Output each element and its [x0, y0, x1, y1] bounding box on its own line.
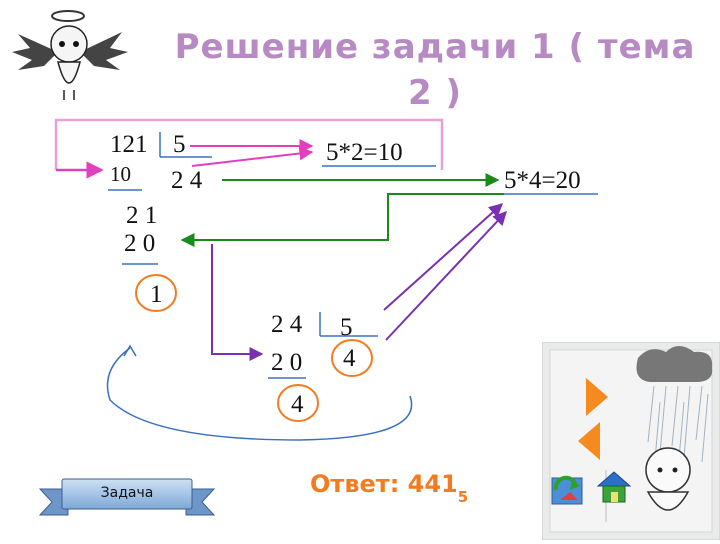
quotient-24: 2 4	[171, 167, 203, 194]
calc-5x2: 5*2=10	[326, 139, 403, 166]
calc-5x4: 5*4=20	[504, 167, 581, 194]
answer-base: 5	[457, 487, 469, 506]
remainder-circle-2	[277, 384, 319, 422]
arrow-remainder-to-div2	[211, 244, 264, 361]
divisor-5: 5	[173, 131, 186, 158]
answer-value: 441	[407, 470, 458, 498]
dividend-121: 121	[110, 131, 148, 158]
prev-arrow-icon[interactable]	[578, 422, 600, 460]
nav-panel	[541, 341, 720, 541]
subtrahend-20: 2 0	[124, 230, 156, 257]
curved-read-arrow	[106, 347, 413, 441]
remainder-circle-1	[135, 274, 177, 312]
task-button[interactable]: Задача	[38, 475, 216, 517]
next-arrow-icon[interactable]	[586, 378, 608, 416]
magenta-bracket	[54, 118, 444, 170]
div2-remainder: 4	[291, 391, 304, 418]
remainder-1: 1	[150, 281, 163, 308]
subtrahend-10: 10	[110, 162, 131, 186]
div2-dividend: 2 4	[271, 311, 303, 338]
quotient-circle-2	[331, 339, 373, 377]
div2-subtrahend: 2 0	[271, 349, 303, 376]
arrow-2-to-calc1	[191, 146, 314, 167]
arrow-calc2-to-20	[180, 193, 504, 247]
answer: Ответ: 4415	[310, 470, 468, 506]
answer-label: Ответ:	[310, 470, 400, 498]
div2-divisor: 5	[340, 314, 353, 341]
task-button-label: Задача	[100, 485, 154, 501]
remainder-line-21: 2 1	[126, 202, 158, 229]
angel-mascot-icon	[12, 10, 128, 100]
page-title: Решение задачи 1 ( тема 2 )	[174, 27, 696, 113]
home-icon[interactable]	[594, 468, 634, 504]
ribbon-shape	[38, 478, 216, 516]
arrow-div2-to-calc2b	[385, 210, 507, 341]
nav-panel-art	[541, 341, 720, 541]
arrow-div2-to-calc2a	[383, 203, 504, 311]
div2-quotient: 4	[343, 345, 356, 372]
return-icon[interactable]	[550, 472, 588, 508]
